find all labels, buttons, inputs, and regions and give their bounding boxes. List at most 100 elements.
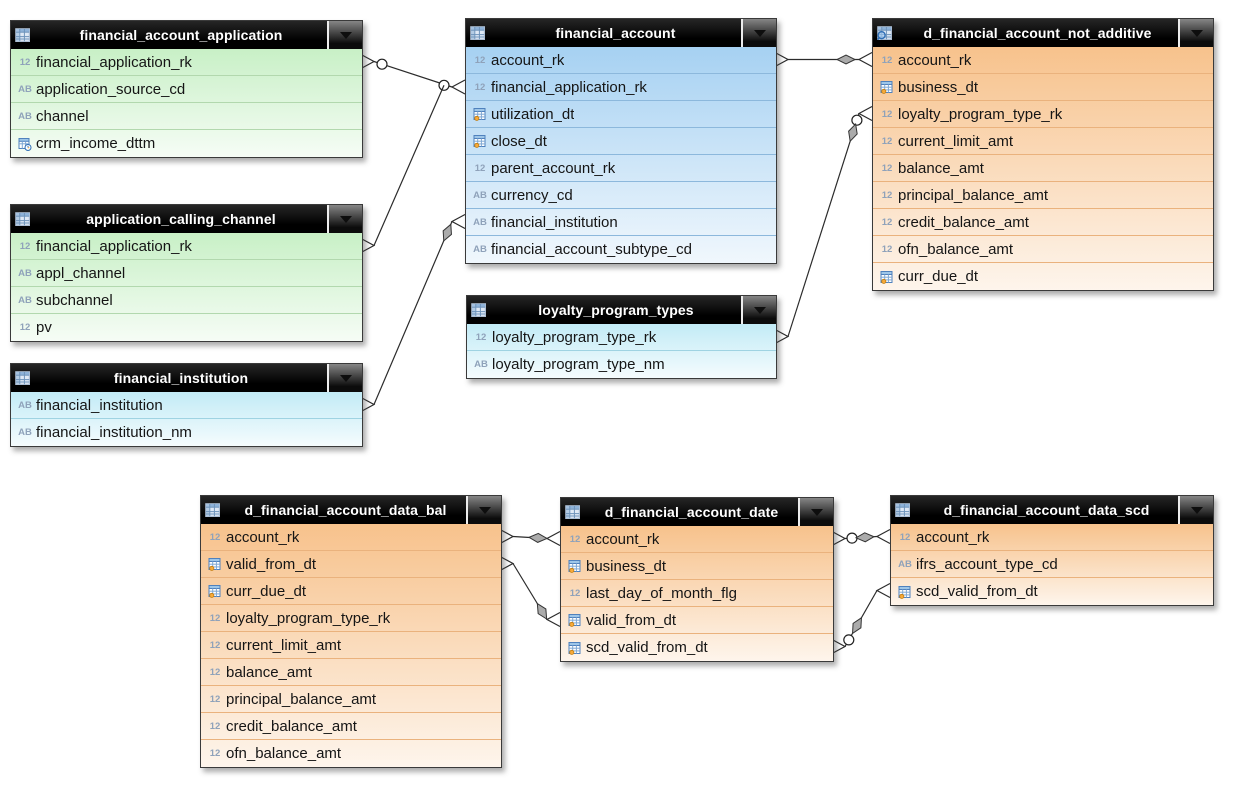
table-header[interactable]: financial_institution xyxy=(11,364,362,392)
collapse-button[interactable] xyxy=(329,21,362,49)
collapse-button[interactable] xyxy=(329,364,362,392)
relationship-line-date-to-scd-valid-from[interactable] xyxy=(831,582,891,655)
collapse-button[interactable] xyxy=(743,296,776,324)
text-type-icon: AB xyxy=(18,427,32,438)
table-icon xyxy=(466,25,490,41)
field-row[interactable]: valid_from_dt xyxy=(201,551,501,578)
field-name: ofn_balance_amt xyxy=(226,745,342,762)
field-name: utilization_dt xyxy=(491,105,575,123)
relationship-line-application-to-account[interactable] xyxy=(360,53,466,95)
header-separator xyxy=(741,19,743,47)
table-header[interactable]: d_financial_account_not_additive xyxy=(873,19,1213,47)
table-header[interactable]: d_financial_account_data_scd xyxy=(891,496,1213,524)
date-type-icon xyxy=(564,559,586,573)
field-row[interactable]: crm_income_dttm xyxy=(11,130,362,157)
relationship-line-bal-to-date-valid-from[interactable] xyxy=(499,555,561,628)
table-header[interactable]: d_financial_account_data_bal xyxy=(201,496,501,524)
table-header[interactable]: d_financial_account_date xyxy=(561,498,833,526)
field-name: loyalty_program_type_rk xyxy=(226,609,391,627)
field-name: credit_balance_amt xyxy=(226,717,357,735)
field-name: scd_valid_from_dt xyxy=(586,639,708,656)
collapse-button[interactable] xyxy=(468,496,501,524)
relationship-line-institution-to-account[interactable] xyxy=(360,213,466,413)
table-icon xyxy=(11,211,35,227)
table-header[interactable]: financial_account xyxy=(466,19,776,47)
field-row[interactable]: curr_due_dt xyxy=(201,578,501,605)
field-row[interactable]: curr_due_dt xyxy=(873,263,1213,290)
field-row[interactable]: scd_valid_from_dt xyxy=(561,634,833,661)
collapse-button[interactable] xyxy=(1180,19,1213,47)
table-header[interactable]: financial_account_application xyxy=(11,21,362,49)
numeric-type-icon: 12 xyxy=(474,162,486,174)
collapse-button[interactable] xyxy=(329,205,362,233)
field-row[interactable]: close_dt xyxy=(466,128,776,155)
field-row[interactable]: scd_valid_from_dt xyxy=(891,578,1213,605)
datetime-type-icon xyxy=(14,137,36,151)
collapse-button[interactable] xyxy=(1180,496,1213,524)
relationship-line-bal-to-date-account[interactable] xyxy=(499,528,561,547)
field-row[interactable]: utilization_dt xyxy=(466,101,776,128)
collapse-button[interactable] xyxy=(743,19,776,47)
collapse-button[interactable] xyxy=(800,498,833,526)
field-row[interactable]: business_dt xyxy=(873,74,1213,101)
field-name: close_dt xyxy=(491,132,547,150)
relationship-line-channel-to-account[interactable] xyxy=(360,85,445,254)
numeric-type-icon: 12 xyxy=(881,243,893,255)
relationship-line-date-to-scd-account[interactable] xyxy=(831,528,891,547)
relationship-line-loyalty-to-not-additive[interactable] xyxy=(774,105,873,345)
relationship-line-account-to-not-additive[interactable] xyxy=(774,51,873,68)
table-header[interactable]: application_calling_channel xyxy=(11,205,362,233)
view-table-icon xyxy=(873,25,897,41)
table-header[interactable]: loyalty_program_types xyxy=(467,296,776,324)
field-row[interactable]: valid_from_dt xyxy=(561,607,833,634)
field-row[interactable]: business_dt xyxy=(561,553,833,580)
